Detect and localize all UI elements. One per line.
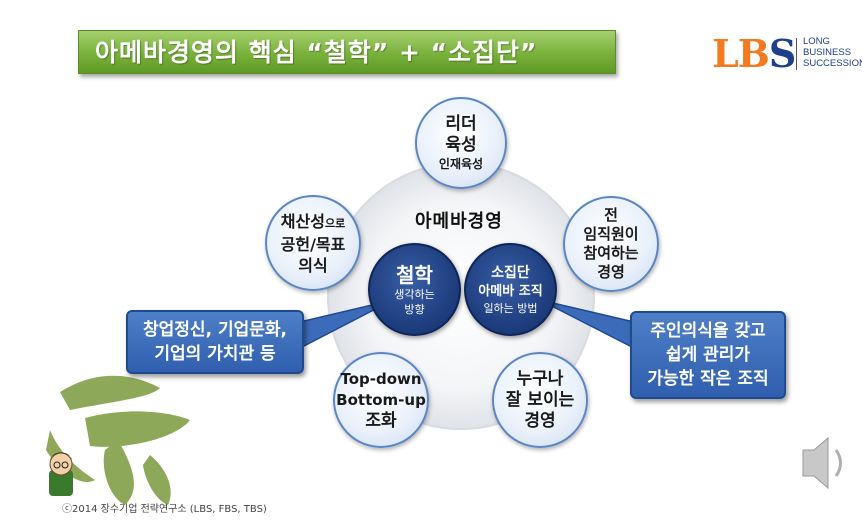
bubble-leader-development: 리더 육성 인재육성	[415, 97, 507, 189]
callout-small-group-detail: 주인의식을 갖고 쉽게 관리가 가능한 작은 조직	[630, 311, 786, 399]
bubble-all-staff-participation: 전 임직원이 참여하는 경영	[563, 196, 659, 292]
logo-text: LONG BUSINESS SUCCESSION	[803, 36, 862, 69]
philosophy-circle: 철학 생각하는 방향	[368, 243, 461, 336]
small-group-circle: 소집단 아메바 조직 일하는 방법	[464, 243, 557, 336]
bubble-profitability: 채산성으로 공헌/목표 의식	[265, 195, 361, 291]
speaker-icon	[802, 436, 842, 490]
logo-mark: LBS	[712, 31, 796, 76]
calligraphy-decoration	[46, 375, 190, 505]
logo-divider	[796, 38, 797, 70]
bubble-visible-management: 누구나 잘 보이는 경영	[492, 352, 588, 448]
slide-title: 아메바경영의 핵심 “철학” + “소집단”	[78, 30, 616, 74]
copyright-text: ⓒ2014 장수기업 전략연구소 (LBS, FBS, TBS)	[62, 504, 267, 515]
bubble-top-down-bottom-up: Top-down Bottom-up 조화	[333, 352, 429, 448]
callout-philosophy-detail: 창업정신, 기업문화, 기업의 가치관 등	[126, 310, 304, 374]
mascot-icon	[49, 452, 73, 496]
center-label: 아메바경영	[415, 211, 503, 232]
